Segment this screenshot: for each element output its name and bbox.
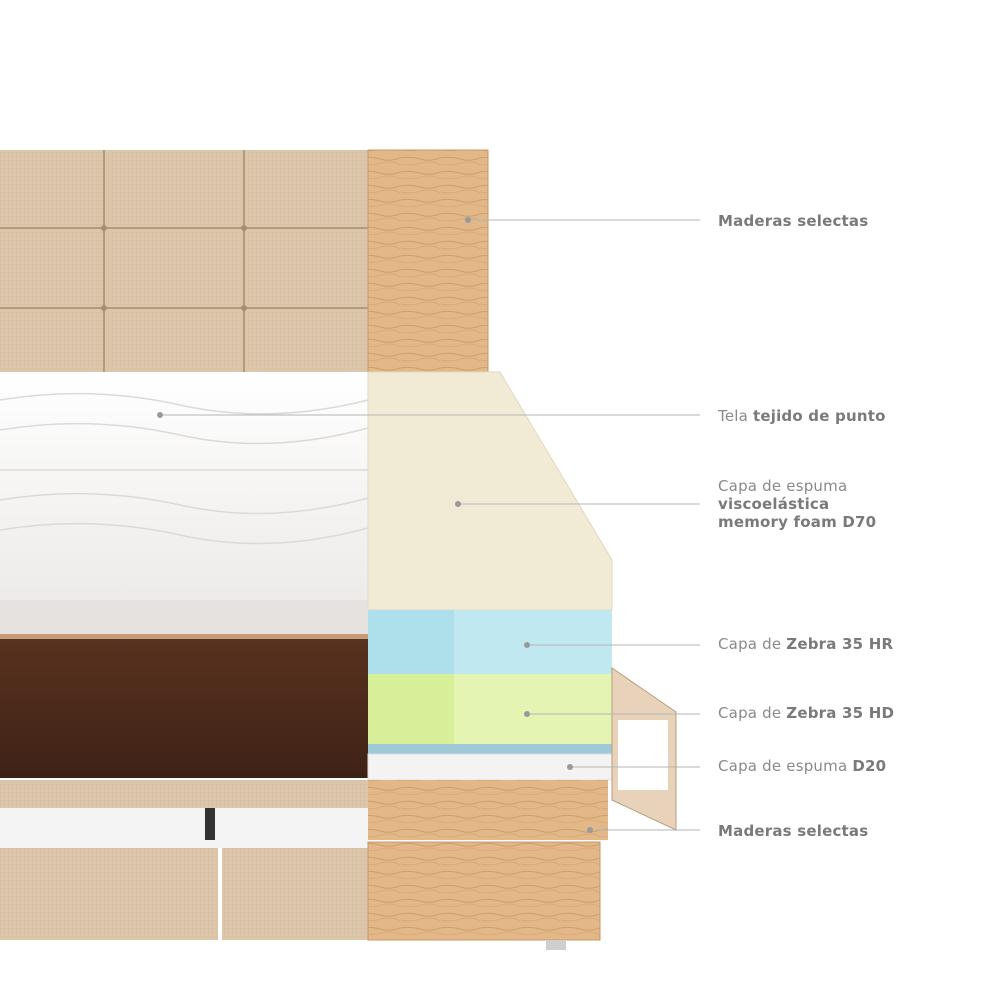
- base-fabric: [0, 780, 368, 940]
- mattress-quilted-top: [0, 372, 369, 634]
- callout-label-knit-fabric: Tela tejido de punto: [718, 407, 886, 425]
- callout-label-base-wood: Maderas selectas: [718, 822, 869, 840]
- headboard-wood-section: [367, 149, 489, 373]
- base-wood-section: [368, 780, 608, 840]
- callout-label-memory-foam: Capa de espuma viscoelástica memory foam…: [718, 477, 877, 531]
- callout-label-foam-d20: Capa de espuma D20: [718, 757, 887, 775]
- callout-label-zebra-hd: Capa de Zebra 35 HD: [718, 704, 895, 722]
- bed-foot: [546, 940, 566, 950]
- blue-separator-layer: [368, 744, 612, 754]
- callout-label-zebra-hr: Capa de Zebra 35 HR: [718, 635, 894, 653]
- callout-lines: [157, 217, 700, 833]
- memory-foam-layer: [367, 371, 613, 611]
- callout-label-frame-wood: Maderas selectas: [718, 212, 869, 230]
- headboard-fabric: [0, 150, 368, 372]
- mattress-side-band: [0, 634, 368, 778]
